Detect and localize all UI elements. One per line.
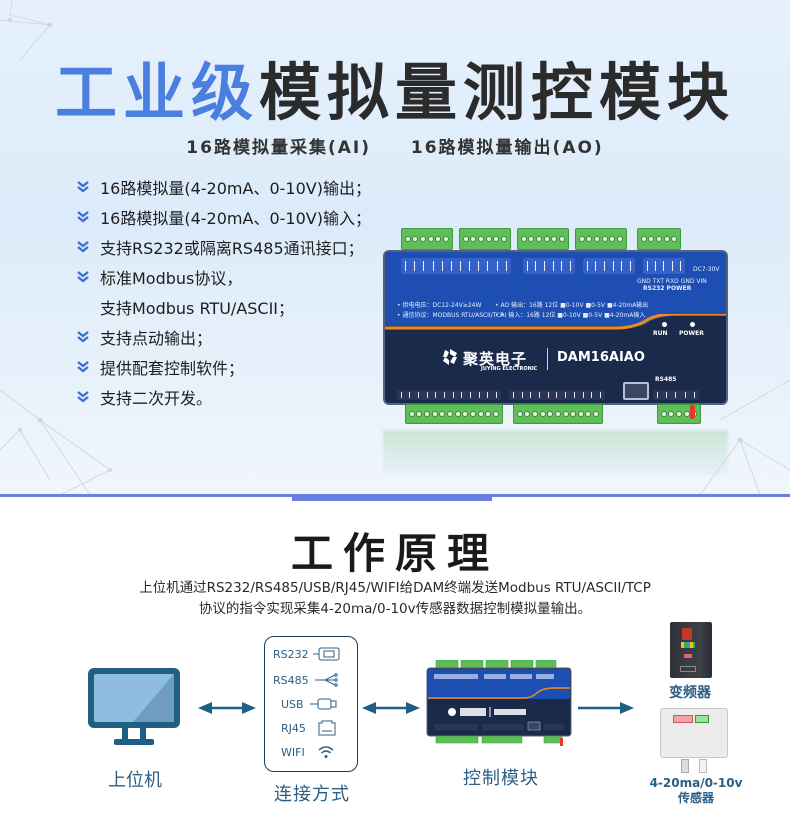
wifi-icon xyxy=(318,746,334,758)
device-brand: 聚英电子 xyxy=(463,350,528,368)
double-chevron-down-icon xyxy=(77,271,89,283)
feature-item: 支持RS232或隔离RS485通讯接口； xyxy=(76,232,396,262)
feature-list: 16路模拟量(4-20mA、0-10V)输出； 16路模拟量(4-20mA、0-… xyxy=(76,172,396,412)
double-chevron-down-icon xyxy=(77,241,89,253)
subtitle-ao: 16路模拟量输出(AO) xyxy=(410,138,604,158)
sensor-image xyxy=(660,708,728,773)
sensor-label: 4-20ma/0-10v 传感器 xyxy=(649,776,743,805)
monitor-icon xyxy=(88,668,180,745)
top-terminal-blocks xyxy=(401,228,681,250)
host-label: 上位机 xyxy=(108,770,162,791)
feature-item: 支持二次开发。 xyxy=(76,382,396,412)
orange-stripe-decoration xyxy=(385,314,726,344)
feature-item: 标准Modbus协议， xyxy=(76,262,396,292)
feature-item: 16路模拟量(4-20mA、0-10V)输入； xyxy=(76,202,396,232)
vfd-label: 变频器 xyxy=(669,685,711,701)
section-title: 工作原理 xyxy=(290,529,499,578)
antenna xyxy=(690,405,695,419)
hero-banner: 工业级模拟量测控模块 16路模拟量采集(AI) 16路模拟量输出(AO) 16路… xyxy=(0,0,790,495)
device-enclosure: GND TXT RXD GND VIN RS232 POWER DC7-30V … xyxy=(383,250,728,405)
subtitle-ai: 16路模拟量采集(AI) xyxy=(186,138,371,158)
control-module-label: 控制模块 xyxy=(463,768,539,789)
bus-wire-icon xyxy=(314,673,338,687)
juying-logo-icon xyxy=(443,349,457,365)
ethernet-port-icon xyxy=(318,720,336,736)
network-background-decoration xyxy=(0,0,790,495)
double-chevron-down-icon xyxy=(77,361,89,373)
usb-plug-icon xyxy=(309,698,337,710)
product-image-dam16aiao: GND TXT RXD GND VIN RS232 POWER DC7-30V … xyxy=(383,228,728,424)
double-chevron-down-icon xyxy=(77,181,89,193)
feature-item: 16路模拟量(4-20mA、0-10V)输出； xyxy=(76,172,396,202)
double-chevron-down-icon xyxy=(77,331,89,343)
double-chevron-down-icon xyxy=(77,391,89,403)
title-rest: 模拟量测控模块 xyxy=(259,56,736,129)
bottom-terminal-blocks xyxy=(405,404,701,424)
bidirectional-arrow-icon xyxy=(198,702,256,714)
connection-rs232: RS232 xyxy=(273,645,341,663)
db9-connector-icon xyxy=(312,647,340,661)
bidirectional-arrow-icon xyxy=(362,702,420,714)
vfd-image xyxy=(670,622,712,678)
connection-methods-label: 连接方式 xyxy=(274,784,350,805)
power-led xyxy=(690,322,695,327)
double-chevron-down-icon xyxy=(77,211,89,223)
page-subtitle: 16路模拟量采集(AI) 16路模拟量输出(AO) xyxy=(0,133,790,158)
section-divider-accent xyxy=(292,494,492,501)
connection-usb: USB xyxy=(281,695,338,713)
title-highlight: 工业级 xyxy=(54,56,259,129)
rj45-port xyxy=(623,382,649,400)
section-description: 上位机通过RS232/RS485/USB/RJ45/WIFI给DAM终端发送Mo… xyxy=(139,580,651,617)
run-led xyxy=(662,322,667,327)
connection-rs485: RS485 xyxy=(273,671,339,689)
device-model: DAM16AIAO xyxy=(557,350,645,365)
feature-item: 提供配套控制软件； xyxy=(76,352,396,382)
arrow-right-icon xyxy=(578,702,634,714)
connection-rj45: RJ45 xyxy=(281,719,340,737)
feature-item: 支持点动输出； xyxy=(76,322,396,352)
connection-wifi: WIFI xyxy=(281,743,339,761)
control-module-image xyxy=(426,660,572,746)
page-title: 工业级模拟量测控模块 xyxy=(0,56,790,130)
connection-methods-box: RS232 RS485 USB RJ45 WIFI xyxy=(264,636,358,772)
feature-item-continuation: 支持Modbus RTU/ASCII； xyxy=(100,299,295,318)
product-reflection xyxy=(383,430,728,475)
